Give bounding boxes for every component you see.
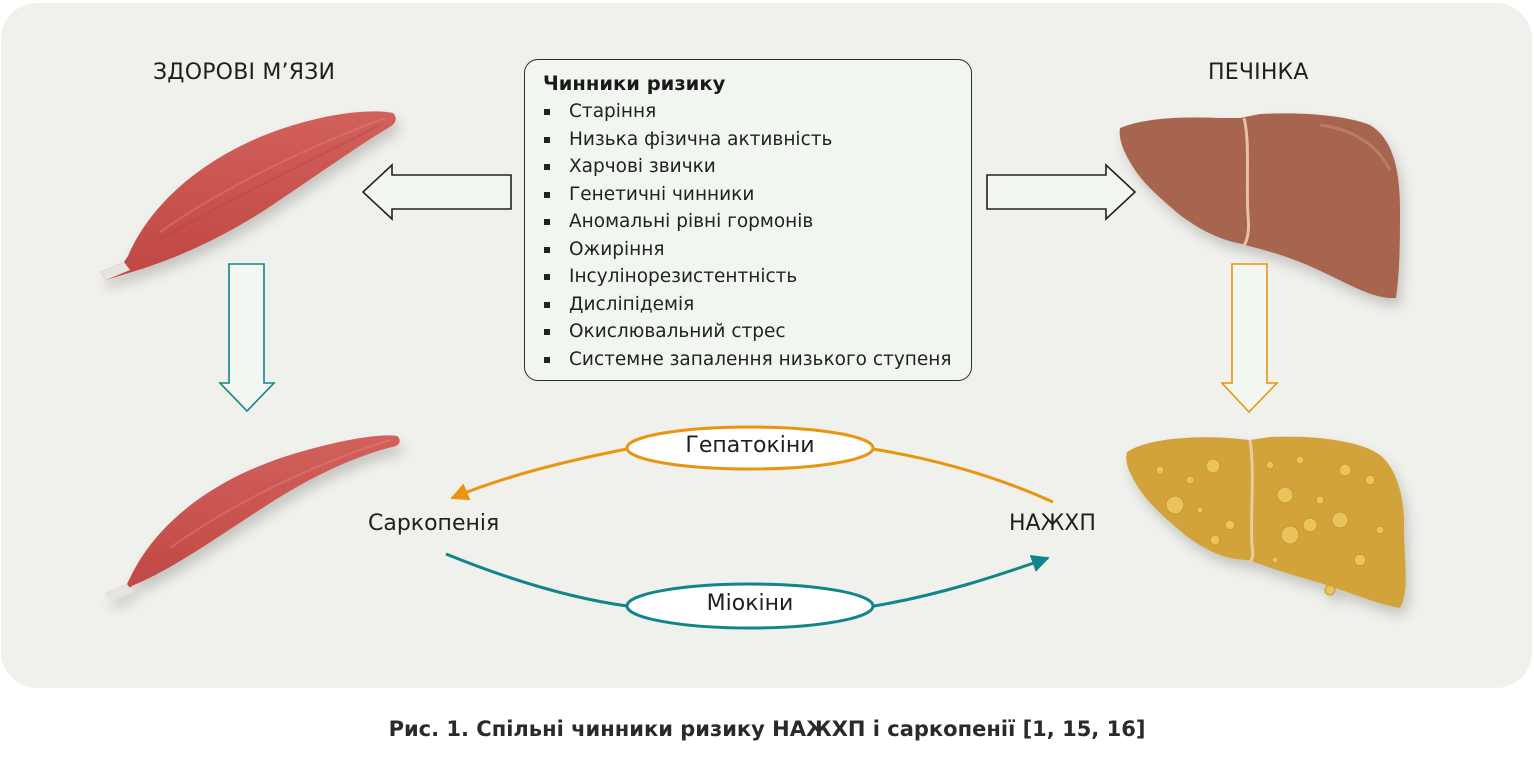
hepatokines-oval	[625, 425, 875, 471]
healthy-muscle-illustration	[100, 111, 396, 280]
arrow-to-liver-icon	[986, 163, 1137, 221]
bullet-icon	[544, 246, 550, 253]
risk-factor-text: Окислювальний стрес	[569, 321, 786, 342]
muscle-down-arrow-icon	[218, 263, 276, 413]
risk-factors-list: Старіння Низька фізична активність Харчо…	[543, 98, 971, 373]
myokines-oval	[625, 582, 875, 630]
liver-down-arrow-icon	[1220, 263, 1279, 414]
hepatokines-line-right	[872, 447, 1054, 504]
risk-factor-text: Старіння	[569, 101, 657, 122]
sarcopenia-label: Саркопенія	[368, 511, 500, 536]
atrophic-muscle-illustration	[105, 435, 400, 600]
risk-factor-item: Інсулінорезистентність	[543, 263, 971, 291]
myokines-line-left	[445, 552, 628, 608]
bullet-icon	[544, 219, 550, 225]
healthy-muscles-label: ЗДОРОВІ М’ЯЗИ	[153, 60, 336, 85]
fatty-liver-illustration	[1126, 436, 1406, 608]
hepatokines-arrow-left	[450, 447, 628, 501]
bullet-icon	[544, 329, 550, 335]
healthy-liver-illustration	[1119, 113, 1400, 299]
risk-factors-box: Чинники ризику Старіння Низька фізична а…	[524, 59, 972, 381]
risk-factor-item: Генетичні чинники	[543, 181, 971, 209]
risk-factor-text: Аномальні рівні гормонів	[569, 211, 814, 232]
myokines-arrow-right	[873, 554, 1050, 608]
risk-factor-item: Харчові звички	[543, 153, 971, 181]
risk-factor-text: Низька фізична активність	[569, 128, 833, 150]
risk-factor-item: Низька фізична активність	[543, 126, 971, 154]
bullet-icon	[544, 164, 550, 170]
bullet-icon	[544, 191, 550, 198]
risk-factor-item: Окислювальний стрес	[543, 318, 971, 346]
myokines-label: Міокіни	[706, 591, 794, 616]
bullet-icon	[544, 136, 550, 143]
figure-caption: Рис. 1. Спільні чинники ризику НАЖХП і с…	[388, 717, 1146, 741]
risk-factor-text: Генетичні чинники	[569, 183, 755, 205]
risk-factor-text: Системне запалення низького ступеня	[569, 348, 952, 370]
risk-factor-item: Аномальні рівні гормонів	[543, 208, 971, 236]
risk-factor-item: Ожиріння	[543, 236, 971, 264]
hepatokines-label: Гепатокіни	[685, 433, 815, 458]
bullet-icon	[544, 109, 550, 115]
risk-factors-title: Чинники ризику	[543, 72, 726, 95]
bullet-icon	[544, 356, 550, 363]
risk-factor-text: Дисліпідемія	[569, 293, 695, 315]
risk-factor-item: Дисліпідемія	[543, 291, 971, 319]
bullet-icon	[544, 301, 550, 308]
risk-factor-item: Системне запалення низького ступеня	[543, 346, 971, 374]
risk-factor-text: Ожиріння	[569, 238, 665, 260]
bullet-icon	[544, 274, 550, 280]
risk-factor-item: Старіння	[543, 98, 971, 126]
risk-factor-text: Харчові звички	[569, 156, 716, 177]
arrow-to-muscle-icon	[361, 163, 512, 221]
risk-factor-text: Інсулінорезистентність	[569, 266, 798, 287]
liver-label: ПЕЧІНКА	[1208, 60, 1309, 85]
nafld-label: НАЖХП	[1009, 511, 1096, 536]
